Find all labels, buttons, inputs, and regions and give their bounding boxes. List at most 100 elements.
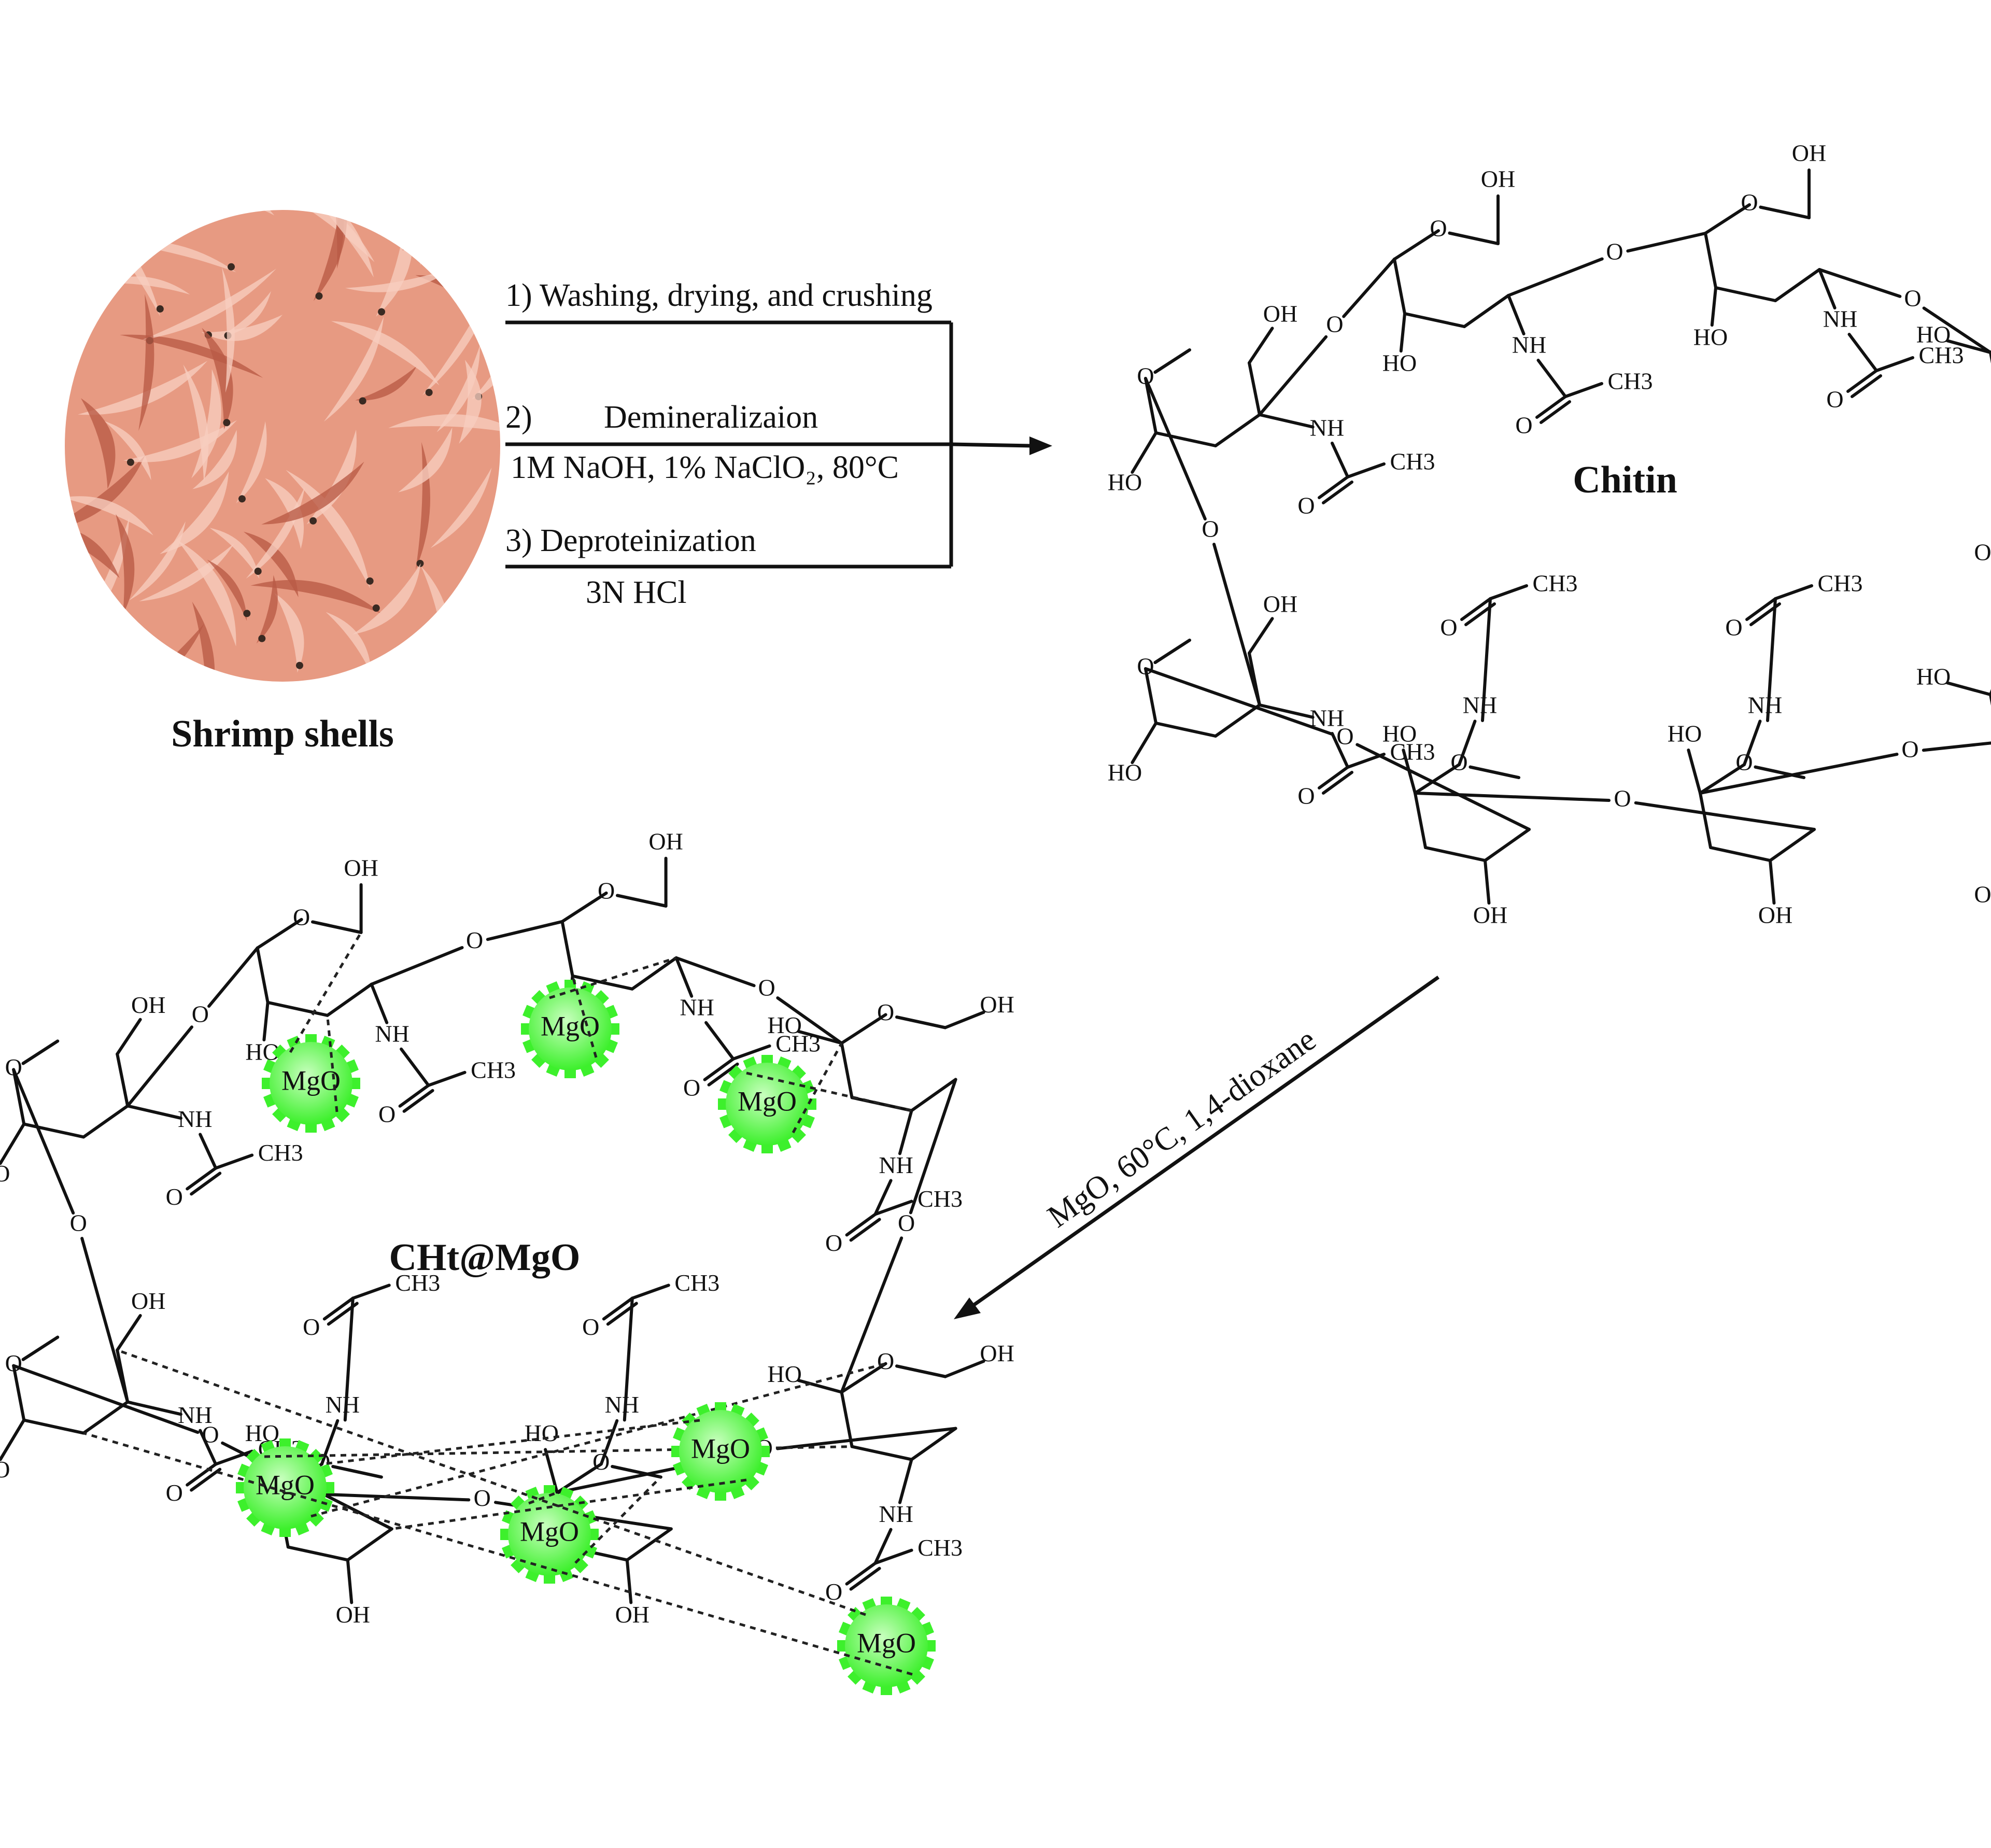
mgo-nanoparticle: MgO	[837, 1597, 936, 1695]
carbonyl-oxygen: O	[303, 1314, 320, 1340]
mgo-nanoparticle: MgO	[718, 1055, 816, 1153]
methyl-group: CH3	[917, 1534, 963, 1561]
step-2-conditions: 1M NaOH, 1% NaClO₂, 80°C	[511, 450, 899, 485]
hydroxyl-group: HO	[1382, 721, 1417, 747]
amide-group: NH	[605, 1391, 639, 1418]
carbonyl-oxygen: O	[825, 1578, 842, 1605]
mgo-nanoparticle: MgO	[262, 1034, 360, 1133]
methyl-group: CH3	[1919, 342, 1964, 369]
ring-oxygen: O	[877, 1348, 894, 1374]
carbonyl-oxygen: O	[1974, 881, 1991, 908]
hydroxyl-group: OH	[1263, 591, 1297, 617]
amide-group: NH	[1748, 692, 1782, 718]
hydroxyl-group: OH	[1263, 301, 1297, 327]
carbonyl-oxygen: O	[1297, 783, 1315, 809]
mgo-label: MgO	[520, 1516, 579, 1547]
carbonyl-oxygen: O	[582, 1314, 599, 1340]
mgo-nanoparticle: MgO	[500, 1485, 599, 1584]
mgo-nanoparticle: MgO	[236, 1438, 334, 1537]
hydroxyl-group: HO	[525, 1420, 559, 1446]
bridge-oxygen: O	[70, 1210, 87, 1236]
hydrogen-bond	[391, 1478, 747, 1530]
hydroxyl-group: HO	[1916, 321, 1951, 348]
bridge-oxygen: O	[758, 975, 775, 1001]
carbonyl-oxygen: O	[166, 1479, 183, 1506]
hydroxyl-group: OH	[131, 1288, 165, 1314]
hydrogen-bond	[574, 1476, 662, 1564]
mgo-label: MgO	[857, 1627, 916, 1658]
bridge-oxygen: O	[1901, 736, 1918, 763]
carbonyl-oxygen: O	[1826, 386, 1843, 413]
hydroxyl-group: OH	[131, 992, 165, 1018]
bridge-oxygen: O	[202, 1421, 219, 1448]
step-3-label: 3) Deproteinization	[505, 523, 756, 558]
amide-group: NH	[1512, 332, 1546, 358]
glycosidic-bond: O	[1258, 258, 1396, 416]
glycosidic-bond: O	[1144, 667, 1531, 831]
glycosidic-bond: O	[1699, 736, 1991, 795]
hydroxyl-group: OH	[1758, 902, 1792, 928]
amide-group: NH	[375, 1020, 409, 1047]
carbonyl-oxygen: O	[166, 1183, 183, 1210]
amide-group: NH	[178, 1106, 212, 1132]
bridge-oxygen: O	[474, 1485, 491, 1511]
methyl-group: CH3	[1390, 448, 1435, 475]
step-2-name: Demineralizaion	[604, 400, 818, 435]
amide-group: NH	[879, 1152, 913, 1178]
carbonyl-oxygen: O	[825, 1230, 842, 1256]
ring-oxygen: O	[5, 1054, 22, 1080]
hydrogen-bond	[117, 1349, 866, 1616]
shrimp-shells-photo	[65, 210, 500, 682]
methyl-group: CH3	[1533, 570, 1578, 597]
bridge-oxygen: O	[192, 1001, 209, 1027]
amide-group: NH	[1463, 692, 1497, 718]
bridge-oxygen: O	[1606, 238, 1623, 265]
hydrogen-bond	[321, 1419, 700, 1465]
carbonyl-oxygen: O	[378, 1101, 396, 1127]
hydroxyl-group: OH	[1792, 140, 1826, 166]
glycosidic-bond: O	[1144, 377, 1261, 707]
hydroxyl-group: OH	[615, 1601, 649, 1628]
reaction-arrow: MgO, 60°C, 1,4-dioxane	[954, 976, 1440, 1319]
ring-oxygen: O	[1137, 653, 1154, 680]
step-1-label: 1) Washing, drying, and crushing	[505, 278, 933, 313]
bridge-oxygen: O	[466, 927, 483, 953]
ring-oxygen: O	[293, 904, 310, 930]
hydrogen-bond	[326, 1015, 338, 1112]
ring-oxygen: O	[5, 1350, 22, 1376]
hydroxyl-group: HO	[1108, 759, 1142, 786]
hydroxyl-group: OH	[980, 1340, 1014, 1366]
methyl-group: CH3	[1818, 570, 1863, 597]
mgo-label: MgO	[541, 1010, 600, 1041]
hydroxyl-group: OH	[336, 1601, 370, 1628]
carbonyl-oxygen: O	[1440, 614, 1457, 641]
hydroxyl-group: OH	[1481, 166, 1515, 192]
step-3-conditions: 3N HCl	[586, 575, 687, 610]
ring-oxygen: O	[877, 999, 894, 1025]
step-2-number: 2)	[505, 400, 532, 435]
hydroxyl-group: HO	[1693, 324, 1728, 350]
glycosidic-bond: O	[12, 1364, 393, 1531]
hydrogen-bond	[549, 956, 677, 999]
hydrogen-bond	[528, 1491, 558, 1505]
process-steps: 1) Washing, drying, and crushing 2) Demi…	[505, 278, 1052, 610]
mgo-label: MgO	[691, 1433, 750, 1464]
mgo-label: MgO	[256, 1469, 315, 1500]
amide-group: NH	[1310, 415, 1344, 441]
hydrogen-bond	[289, 932, 362, 1053]
hydroxyl-group: HO	[1668, 721, 1702, 747]
hydroxyl-group: OH	[1473, 902, 1507, 928]
hydroxyl-group: HO	[245, 1420, 279, 1446]
